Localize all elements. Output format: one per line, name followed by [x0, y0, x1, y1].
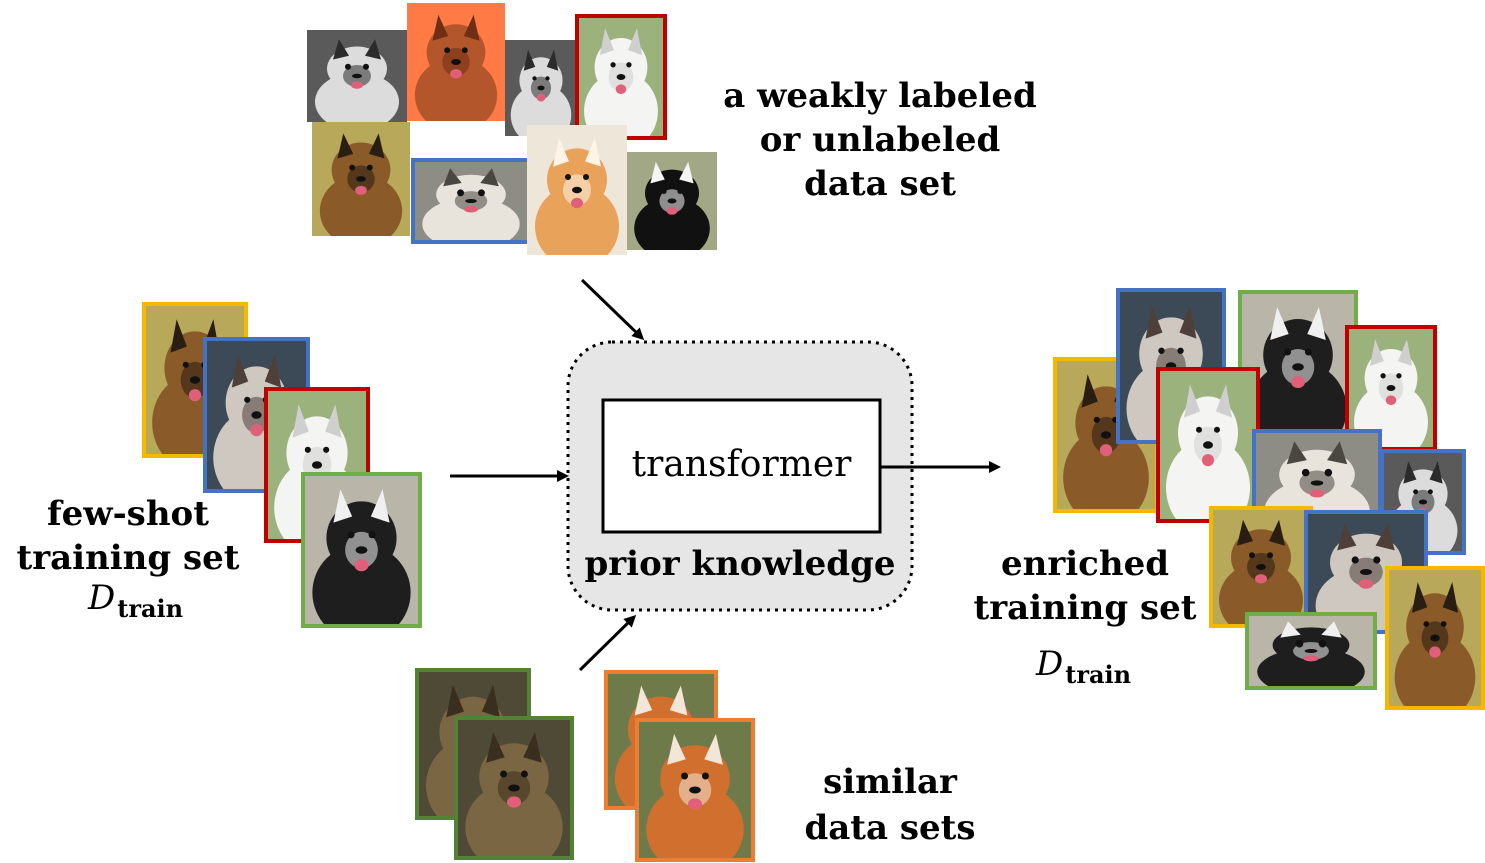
photo-unlabeled-shiba	[527, 125, 627, 255]
photo-unlabeled-poodle	[407, 3, 505, 121]
fewshot-dtrain-d: D	[88, 578, 116, 618]
transformer-label: transformer	[631, 444, 852, 485]
photo-similar-wolf	[454, 716, 574, 860]
photo-few_shot-malamute	[301, 472, 422, 628]
arrow-similar-to-prior	[578, 614, 637, 672]
photo-similar-fox	[635, 718, 755, 862]
photo-unlabeled-husky-puppy	[411, 158, 531, 244]
enriched-label-line1: enriched	[1000, 544, 1169, 584]
photo-enriched-german-shepherd	[1209, 506, 1313, 628]
arrow-unlabeled-to-prior	[580, 278, 645, 341]
photo-unlabeled-husky	[505, 40, 577, 136]
photo-enriched-malamute	[1245, 612, 1377, 690]
photo-unlabeled-german-shepherd	[312, 122, 410, 236]
enriched-dtrain-d: D	[1036, 644, 1064, 684]
prior-knowledge-label: prior knowledge	[584, 544, 896, 584]
photo-enriched-german-shepherd	[1385, 566, 1485, 710]
unlabeled-label-line3: data set	[804, 164, 956, 204]
similar-label-line2: data sets	[804, 808, 976, 848]
enriched-dtrain: Dtrain	[1036, 644, 1131, 689]
fewshot-label-line2: training set	[16, 538, 240, 578]
fewshot-dtrain-sub: train	[117, 594, 184, 623]
unlabeled-label-line1: a weakly labeled	[723, 76, 1037, 116]
photo-unlabeled-border-collie	[627, 152, 717, 250]
photo-unlabeled-husky	[307, 30, 407, 122]
similar-label-line1: similar	[823, 762, 957, 802]
photo-unlabeled-samoyed	[575, 14, 667, 140]
photo-enriched-samoyed	[1345, 325, 1437, 451]
enriched-dtrain-sub: train	[1065, 660, 1132, 689]
fewshot-label-line1: few-shot	[47, 494, 209, 534]
unlabeled-label-line2: or unlabeled	[759, 120, 1001, 160]
transformer-box	[601, 398, 882, 534]
enriched-label-line2: training set	[973, 588, 1197, 628]
photo-layer	[142, 3, 1485, 862]
fewshot-dtrain: Dtrain	[88, 578, 183, 623]
